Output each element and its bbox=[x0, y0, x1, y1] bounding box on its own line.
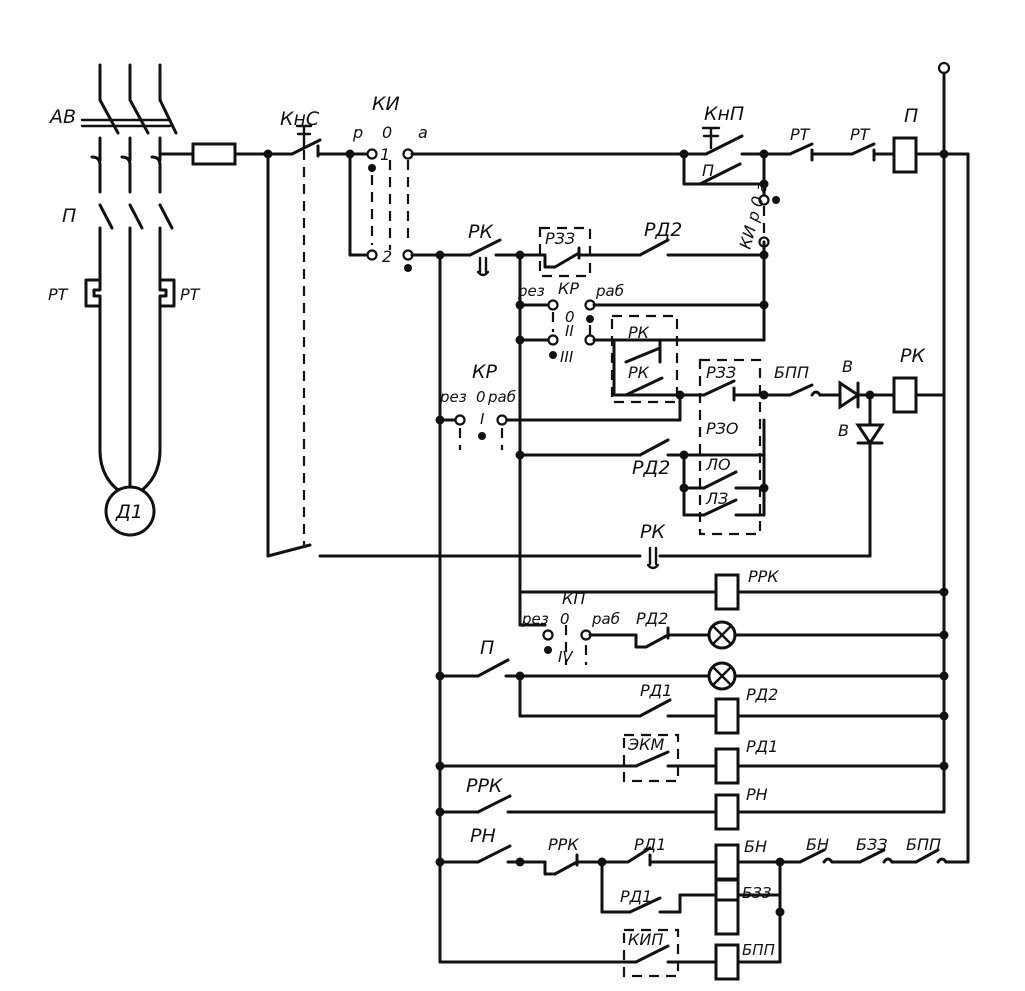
label-bpp-mid: БПП bbox=[774, 363, 809, 382]
label-rk-coil: РК bbox=[900, 345, 926, 367]
label-ki: КИ bbox=[372, 93, 400, 115]
label-roman-2: II bbox=[565, 322, 574, 340]
label-bzz-coil: БЗЗ bbox=[742, 884, 772, 902]
label-motor: Д1 bbox=[115, 501, 143, 523]
label-kr: КР bbox=[558, 279, 579, 298]
thermal-relay-right bbox=[158, 278, 176, 308]
label-zero: 0 bbox=[565, 308, 575, 326]
label-knp: КнП bbox=[704, 103, 744, 125]
label-rk-low: РК bbox=[640, 521, 666, 543]
label-rab: раб bbox=[595, 282, 624, 300]
coil-rrk bbox=[714, 573, 740, 611]
label-ki-p: р bbox=[352, 123, 363, 142]
label-zero2: 0 bbox=[476, 388, 486, 406]
label-rab2: раб bbox=[487, 388, 516, 406]
label-rez: рез bbox=[517, 282, 545, 300]
label-rn-coil: РН bbox=[746, 785, 768, 804]
control-circuit bbox=[263, 61, 970, 981]
label-rk-top: РК bbox=[468, 221, 494, 243]
label-zero3: 0 bbox=[560, 610, 570, 628]
coil-rk bbox=[892, 376, 918, 414]
coil-p bbox=[892, 136, 918, 174]
button-knp bbox=[682, 126, 766, 186]
label-ki-1: 1 bbox=[380, 145, 390, 164]
label-v2: В bbox=[838, 421, 849, 440]
contact-kip bbox=[622, 928, 680, 978]
label-roman-3: III bbox=[560, 348, 574, 366]
button-kns bbox=[266, 124, 352, 545]
power-circuit bbox=[80, 63, 270, 537]
label-rrk2: РРК bbox=[548, 835, 579, 854]
label-rzo: РЗО bbox=[706, 419, 739, 438]
contact-rk-top bbox=[438, 238, 522, 277]
label-bzz: БЗЗ bbox=[856, 835, 888, 854]
label-rd2-mid: РД2 bbox=[632, 457, 670, 479]
diode-v1 bbox=[838, 380, 861, 410]
label-bpp: БПП bbox=[906, 835, 941, 854]
label-rt-left: РТ bbox=[48, 285, 69, 304]
relay-rzz-mid bbox=[678, 358, 766, 536]
label-rez3: рез bbox=[521, 610, 549, 628]
label-rt2: РТ bbox=[850, 125, 871, 144]
label-bpp-coil: БПП bbox=[742, 941, 775, 959]
relay-rzz-top bbox=[538, 226, 592, 278]
label-rt-right: РТ bbox=[180, 285, 201, 304]
label-rn-contact: РН bbox=[470, 825, 496, 847]
contactor-p-main-contacts bbox=[98, 203, 174, 230]
thermal-relay-left bbox=[84, 278, 102, 308]
label-rrk-contact: РРК bbox=[466, 775, 504, 797]
label-p-contact: П bbox=[702, 161, 714, 180]
label-rrk-coil: РРК bbox=[748, 567, 779, 586]
label-rk-box2: РК bbox=[628, 363, 650, 382]
label-rt1: РТ bbox=[790, 125, 811, 144]
label-p-left: П bbox=[62, 205, 76, 227]
label-rd1-a: РД1 bbox=[640, 681, 672, 700]
label-rd1-c: РД1 bbox=[620, 887, 652, 906]
label-rd1-b: РД1 bbox=[634, 835, 666, 854]
label-kip: КИП bbox=[628, 930, 663, 949]
label-rd2-coil: РД2 bbox=[746, 685, 778, 704]
contact-ekm bbox=[622, 733, 680, 783]
label-rzz-mid: РЗЗ bbox=[706, 363, 736, 382]
label-rez2: рез bbox=[439, 388, 467, 406]
label-av: АВ bbox=[48, 106, 76, 128]
coil-rd2 bbox=[714, 697, 740, 735]
coil-bpp-upper bbox=[714, 898, 740, 936]
label-rk-box1: РК bbox=[628, 323, 650, 342]
label-kns: КнС bbox=[280, 108, 320, 130]
label-kp: КП bbox=[562, 589, 585, 608]
label-p-coil: П bbox=[904, 105, 918, 127]
labels: АВ П РТ РТ Д1 КнС КИ р 0 а 1 2 КнП П РТ … bbox=[48, 93, 941, 959]
label-ki-2: 2 bbox=[382, 247, 392, 266]
motor-d1 bbox=[104, 485, 156, 537]
label-roman-4: IV bbox=[558, 648, 574, 666]
coil-bpp bbox=[714, 943, 740, 981]
coil-rd1 bbox=[714, 747, 740, 785]
coil-bn bbox=[714, 843, 740, 881]
label-lo: ЛО bbox=[705, 455, 731, 474]
label-lz: ЛЗ bbox=[705, 489, 728, 508]
label-ki-a: а bbox=[418, 123, 428, 142]
breaker-av bbox=[80, 98, 178, 177]
diode-v2 bbox=[855, 423, 885, 446]
label-bn: БН bbox=[806, 835, 829, 854]
label-v1: В bbox=[842, 357, 853, 376]
coil-rn bbox=[714, 793, 740, 831]
relay-rk-box bbox=[610, 314, 682, 404]
label-rd1-coil: РД1 bbox=[746, 737, 778, 756]
label-kr2: КР bbox=[472, 361, 497, 383]
label-bn-coil: БН bbox=[744, 837, 767, 856]
fuse bbox=[191, 142, 237, 166]
switch-ki bbox=[366, 148, 414, 272]
label-rd2-top: РД2 bbox=[644, 219, 682, 241]
label-ekm: ЭКМ bbox=[627, 735, 665, 754]
label-rd2-low: РД2 bbox=[636, 609, 668, 628]
label-rab3: раб bbox=[591, 610, 620, 628]
label-p-low: П bbox=[480, 637, 494, 659]
label-roman-1: I bbox=[480, 410, 485, 428]
label-ki-0: 0 bbox=[382, 123, 392, 142]
label-rzz-top: РЗЗ bbox=[545, 229, 575, 248]
